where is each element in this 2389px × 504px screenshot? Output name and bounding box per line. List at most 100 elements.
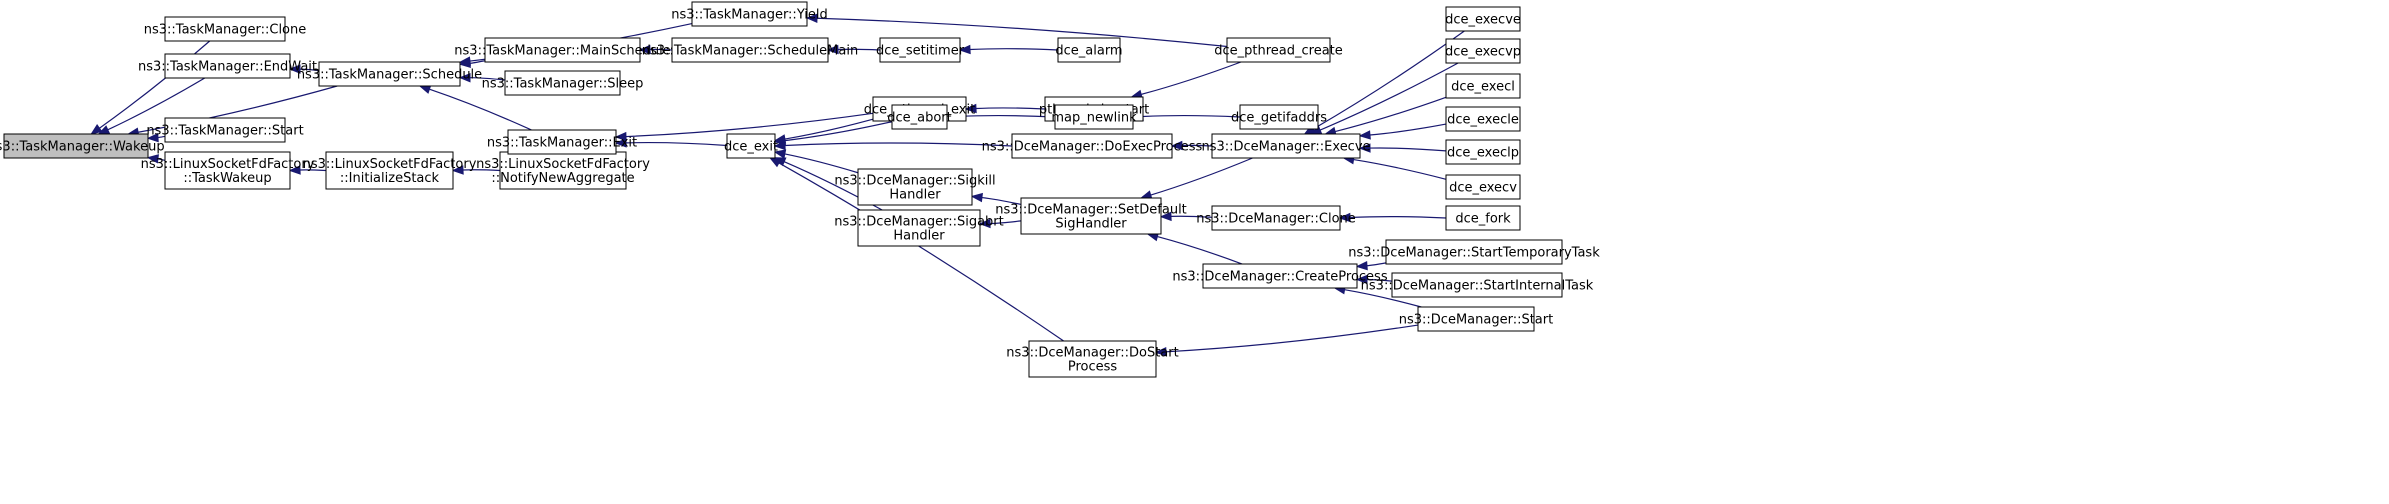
node-box xyxy=(164,53,291,79)
edge-lsf_notify-to-lsf_initstack xyxy=(451,165,501,175)
node-startinternal[interactable]: ns3::DceManager::StartInternalTask xyxy=(1361,272,1594,298)
node-label: dce_abort xyxy=(887,111,952,126)
node-label: dce_execle xyxy=(1447,113,1519,128)
node-label: ns3::DceManager::StartInternalTask xyxy=(1361,279,1594,294)
node-yield[interactable]: ns3::TaskManager::Yield xyxy=(671,1,828,27)
edge-arrowhead xyxy=(458,72,471,83)
node-createprocess[interactable]: ns3::DceManager::CreateProcess xyxy=(1172,263,1388,289)
node-doexecprocess[interactable]: ns3::DceManager::DoExecProcess xyxy=(982,133,1203,159)
node-label: Handler xyxy=(893,229,945,244)
node-label: SigHandler xyxy=(1055,217,1127,232)
edge-line xyxy=(1353,158,1447,180)
node-dce_abort[interactable]: dce_abort xyxy=(887,104,952,130)
edge-dce_setitimer-to-schedulemain xyxy=(826,44,881,55)
node-box xyxy=(164,16,286,42)
node-label: ns3::TaskManager::Clone xyxy=(144,23,307,38)
edge-line xyxy=(981,196,1022,206)
node-schedulemain[interactable]: ns3::TaskManager::ScheduleMain xyxy=(642,37,858,63)
node-box xyxy=(1445,73,1521,99)
node-box xyxy=(1211,205,1341,231)
node-dce_fork[interactable]: dce_fork xyxy=(1445,205,1521,231)
node-schedule[interactable]: ns3::TaskManager::Schedule xyxy=(297,61,482,87)
node-box xyxy=(1028,340,1157,378)
edge-line xyxy=(1366,262,1387,267)
node-dce_execv[interactable]: dce_execv xyxy=(1445,174,1521,200)
edge-arrowhead xyxy=(805,13,818,23)
node-dce_execle[interactable]: dce_execle xyxy=(1445,106,1521,132)
edge-line xyxy=(1369,147,1447,152)
edge-arrowhead xyxy=(1358,143,1371,153)
edge-line xyxy=(1165,324,1419,353)
node-box xyxy=(1445,6,1521,32)
node-box xyxy=(507,129,617,155)
edge-execve_mgr-to-setdefault xyxy=(1139,157,1253,200)
node-execve_mgr[interactable]: ns3::DceManager::Execve xyxy=(1201,133,1371,159)
node-box xyxy=(891,104,948,130)
node-box xyxy=(857,168,973,206)
node-clone_dm[interactable]: ns3::DceManager::Clone xyxy=(1196,205,1356,231)
node-lsf_notify[interactable]: ns3::LinuxSocketFdFactory::NotifyNewAggr… xyxy=(476,151,650,190)
node-dce_exit[interactable]: dce_exit xyxy=(724,133,778,159)
node-box xyxy=(1239,104,1319,130)
node-clone_tm[interactable]: ns3::TaskManager::Clone xyxy=(144,16,307,42)
edge-arrowhead xyxy=(773,149,787,159)
node-endwait[interactable]: ns3::TaskManager::EndWait xyxy=(138,53,317,79)
edge-line xyxy=(469,77,506,81)
node-dce_alarm[interactable]: dce_alarm xyxy=(1055,37,1123,63)
edge-line xyxy=(299,68,320,72)
node-label: ns3::DceManager::Sigkill xyxy=(834,174,995,189)
node-label: dce_execve xyxy=(1445,13,1521,28)
node-mainschedule[interactable]: ns3::TaskManager::MainSchedule xyxy=(454,37,671,63)
edge-line xyxy=(1349,216,1447,219)
edge-line xyxy=(1369,123,1447,136)
node-dce_execvp[interactable]: dce_execvp xyxy=(1445,38,1521,64)
node-dce_getifaddrs[interactable]: dce_getifaddrs xyxy=(1231,104,1327,130)
edge-line xyxy=(837,48,881,51)
node-label: dce_getifaddrs xyxy=(1231,111,1327,126)
node-map_newlink[interactable]: map_newlink xyxy=(1051,104,1137,130)
node-label: ns3::TaskManager::Exit xyxy=(487,136,637,151)
edge-line xyxy=(1150,157,1253,196)
edge-dostartprocess-to-dce_exit xyxy=(769,157,1064,342)
node-start_tm[interactable]: ns3::TaskManager::Start xyxy=(146,117,304,143)
edge-dce_execle-to-execve_mgr xyxy=(1358,123,1447,140)
node-box xyxy=(1417,306,1535,332)
edge-mainschedule-to-schedule xyxy=(458,58,486,68)
node-dce_execve[interactable]: dce_execve xyxy=(1445,6,1521,32)
edge-dce_execvp-to-execve_mgr xyxy=(1309,62,1459,135)
node-sleep[interactable]: ns3::TaskManager::Sleep xyxy=(482,70,644,96)
node-wakeup[interactable]: ns3::TaskManager::Wakeup xyxy=(0,133,165,159)
node-box xyxy=(318,61,461,87)
node-start_dm[interactable]: ns3::DceManager::Start xyxy=(1399,306,1553,332)
node-label: Process xyxy=(1068,360,1118,375)
node-box xyxy=(1211,133,1361,159)
edge-line xyxy=(975,107,1046,110)
node-dce_execl[interactable]: dce_execl xyxy=(1445,73,1521,99)
edge-lsf_taskwakeup-to-wakeup xyxy=(146,154,166,164)
edge-clone_dm-to-setdefault xyxy=(1159,211,1213,222)
node-dce_pthread_create[interactable]: dce_pthread_create xyxy=(1214,37,1343,63)
node-starttemporary[interactable]: ns3::DceManager::StartTemporaryTask xyxy=(1348,239,1600,265)
node-exit_tm[interactable]: ns3::TaskManager::Exit xyxy=(487,129,637,155)
node-box xyxy=(1445,205,1521,231)
edge-line xyxy=(625,141,728,147)
node-label: ns3::DceManager::SetDefault xyxy=(995,203,1187,218)
edge-dce_pthread_create-to-pthread_do_start xyxy=(1130,61,1242,99)
node-lsf_initstack[interactable]: ns3::LinuxSocketFdFactory::InitializeSta… xyxy=(303,151,477,190)
node-box xyxy=(1445,106,1521,132)
edge-arrowhead xyxy=(146,132,159,143)
edge-dce_abort-to-dce_exit xyxy=(773,121,893,146)
node-box xyxy=(504,70,621,96)
edge-line xyxy=(429,88,532,131)
edge-dce_pthread_exit-to-dce_exit xyxy=(773,118,874,144)
node-dce_setitimer[interactable]: dce_setitimer xyxy=(876,37,965,63)
edge-arrowhead xyxy=(614,138,627,148)
node-lsf_taskwakeup[interactable]: ns3::LinuxSocketFdFactory::TaskWakeup xyxy=(141,151,315,190)
node-dce_execlp[interactable]: dce_execlp xyxy=(1445,139,1521,165)
node-box xyxy=(691,1,808,27)
